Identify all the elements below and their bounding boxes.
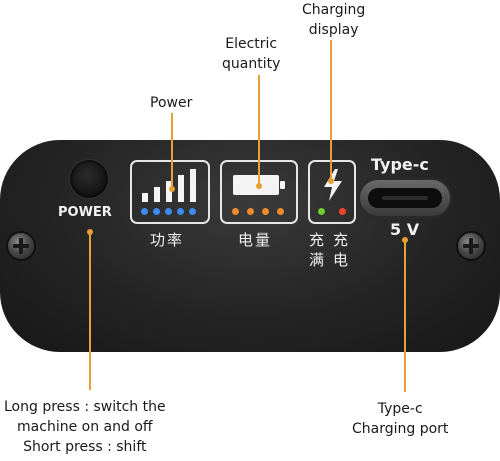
charge-cn-bottom: 电 xyxy=(333,251,351,269)
quantity-led-2 xyxy=(247,208,254,215)
power-led-1 xyxy=(141,208,148,215)
electric-quantity-callout: Electric quantity xyxy=(222,34,280,74)
quantity-leader-line xyxy=(258,75,260,185)
lightning-bolt-icon xyxy=(324,169,342,201)
type-c-panel-label: Type-c xyxy=(371,155,429,174)
power-button-line-1: Long press : switch the xyxy=(4,399,166,415)
power-button-line-3: Short press : shift xyxy=(23,439,147,455)
quantity-led-4 xyxy=(277,208,284,215)
power-bar-4 xyxy=(178,175,184,202)
power-led-3 xyxy=(165,208,172,215)
charging-display-line-1: Charging xyxy=(302,2,366,18)
charging-display-callout: Charging display xyxy=(302,0,365,40)
power-bar-2 xyxy=(154,187,160,202)
type-c-line-2: Charging port xyxy=(352,421,449,437)
power-led-4 xyxy=(177,208,184,215)
charging-leader-line xyxy=(330,40,332,180)
power-bar-5 xyxy=(190,169,196,202)
power-leader-line xyxy=(171,113,173,188)
power-button[interactable] xyxy=(70,160,108,198)
quantity-cn-label: 电量 xyxy=(238,231,273,249)
type-c-leader-line xyxy=(404,240,406,392)
voltage-label: 5 V xyxy=(390,220,420,239)
electric-quantity-line-1: Electric xyxy=(225,36,278,52)
type-c-line-1: Type-c xyxy=(377,401,423,417)
usb-c-opening xyxy=(368,188,442,208)
power-callout: Power xyxy=(150,95,193,111)
charging-led-red xyxy=(339,208,346,215)
charging-leader-dot xyxy=(328,178,334,184)
right-screw-icon xyxy=(458,233,484,259)
type-c-leader-dot xyxy=(402,237,408,243)
left-screw-icon xyxy=(8,233,34,259)
full-cn-top: 充 xyxy=(309,231,327,249)
electric-quantity-line-2: quantity xyxy=(222,56,281,72)
power-led-2 xyxy=(153,208,160,215)
usb-c-port[interactable] xyxy=(360,180,450,216)
quantity-led-1 xyxy=(232,208,239,215)
power-button-leader-line xyxy=(89,232,91,390)
charging-led-green xyxy=(318,208,325,215)
power-bar-1 xyxy=(142,193,148,202)
power-led-5 xyxy=(189,208,196,215)
charging-display-line-2: display xyxy=(308,22,359,38)
power-button-line-2: machine on and off xyxy=(17,419,153,435)
power-bar-3 xyxy=(166,181,172,202)
power-button-leader-dot xyxy=(87,229,93,235)
charging-indicator-box xyxy=(308,160,356,224)
full-cn-bottom: 满 xyxy=(309,251,327,269)
power-indicator-box xyxy=(130,160,210,224)
power-cn-label: 功率 xyxy=(150,231,185,249)
power-leader-dot xyxy=(169,186,175,192)
power-button-callout: Long press : switch the machine on and o… xyxy=(4,397,166,457)
quantity-led-3 xyxy=(262,208,269,215)
usb-c-tongue xyxy=(382,196,428,200)
quantity-leader-dot xyxy=(256,183,262,189)
type-c-callout: Type-c Charging port xyxy=(352,399,448,439)
power-label: POWER xyxy=(58,205,112,220)
charge-cn-top: 充 xyxy=(333,231,351,249)
